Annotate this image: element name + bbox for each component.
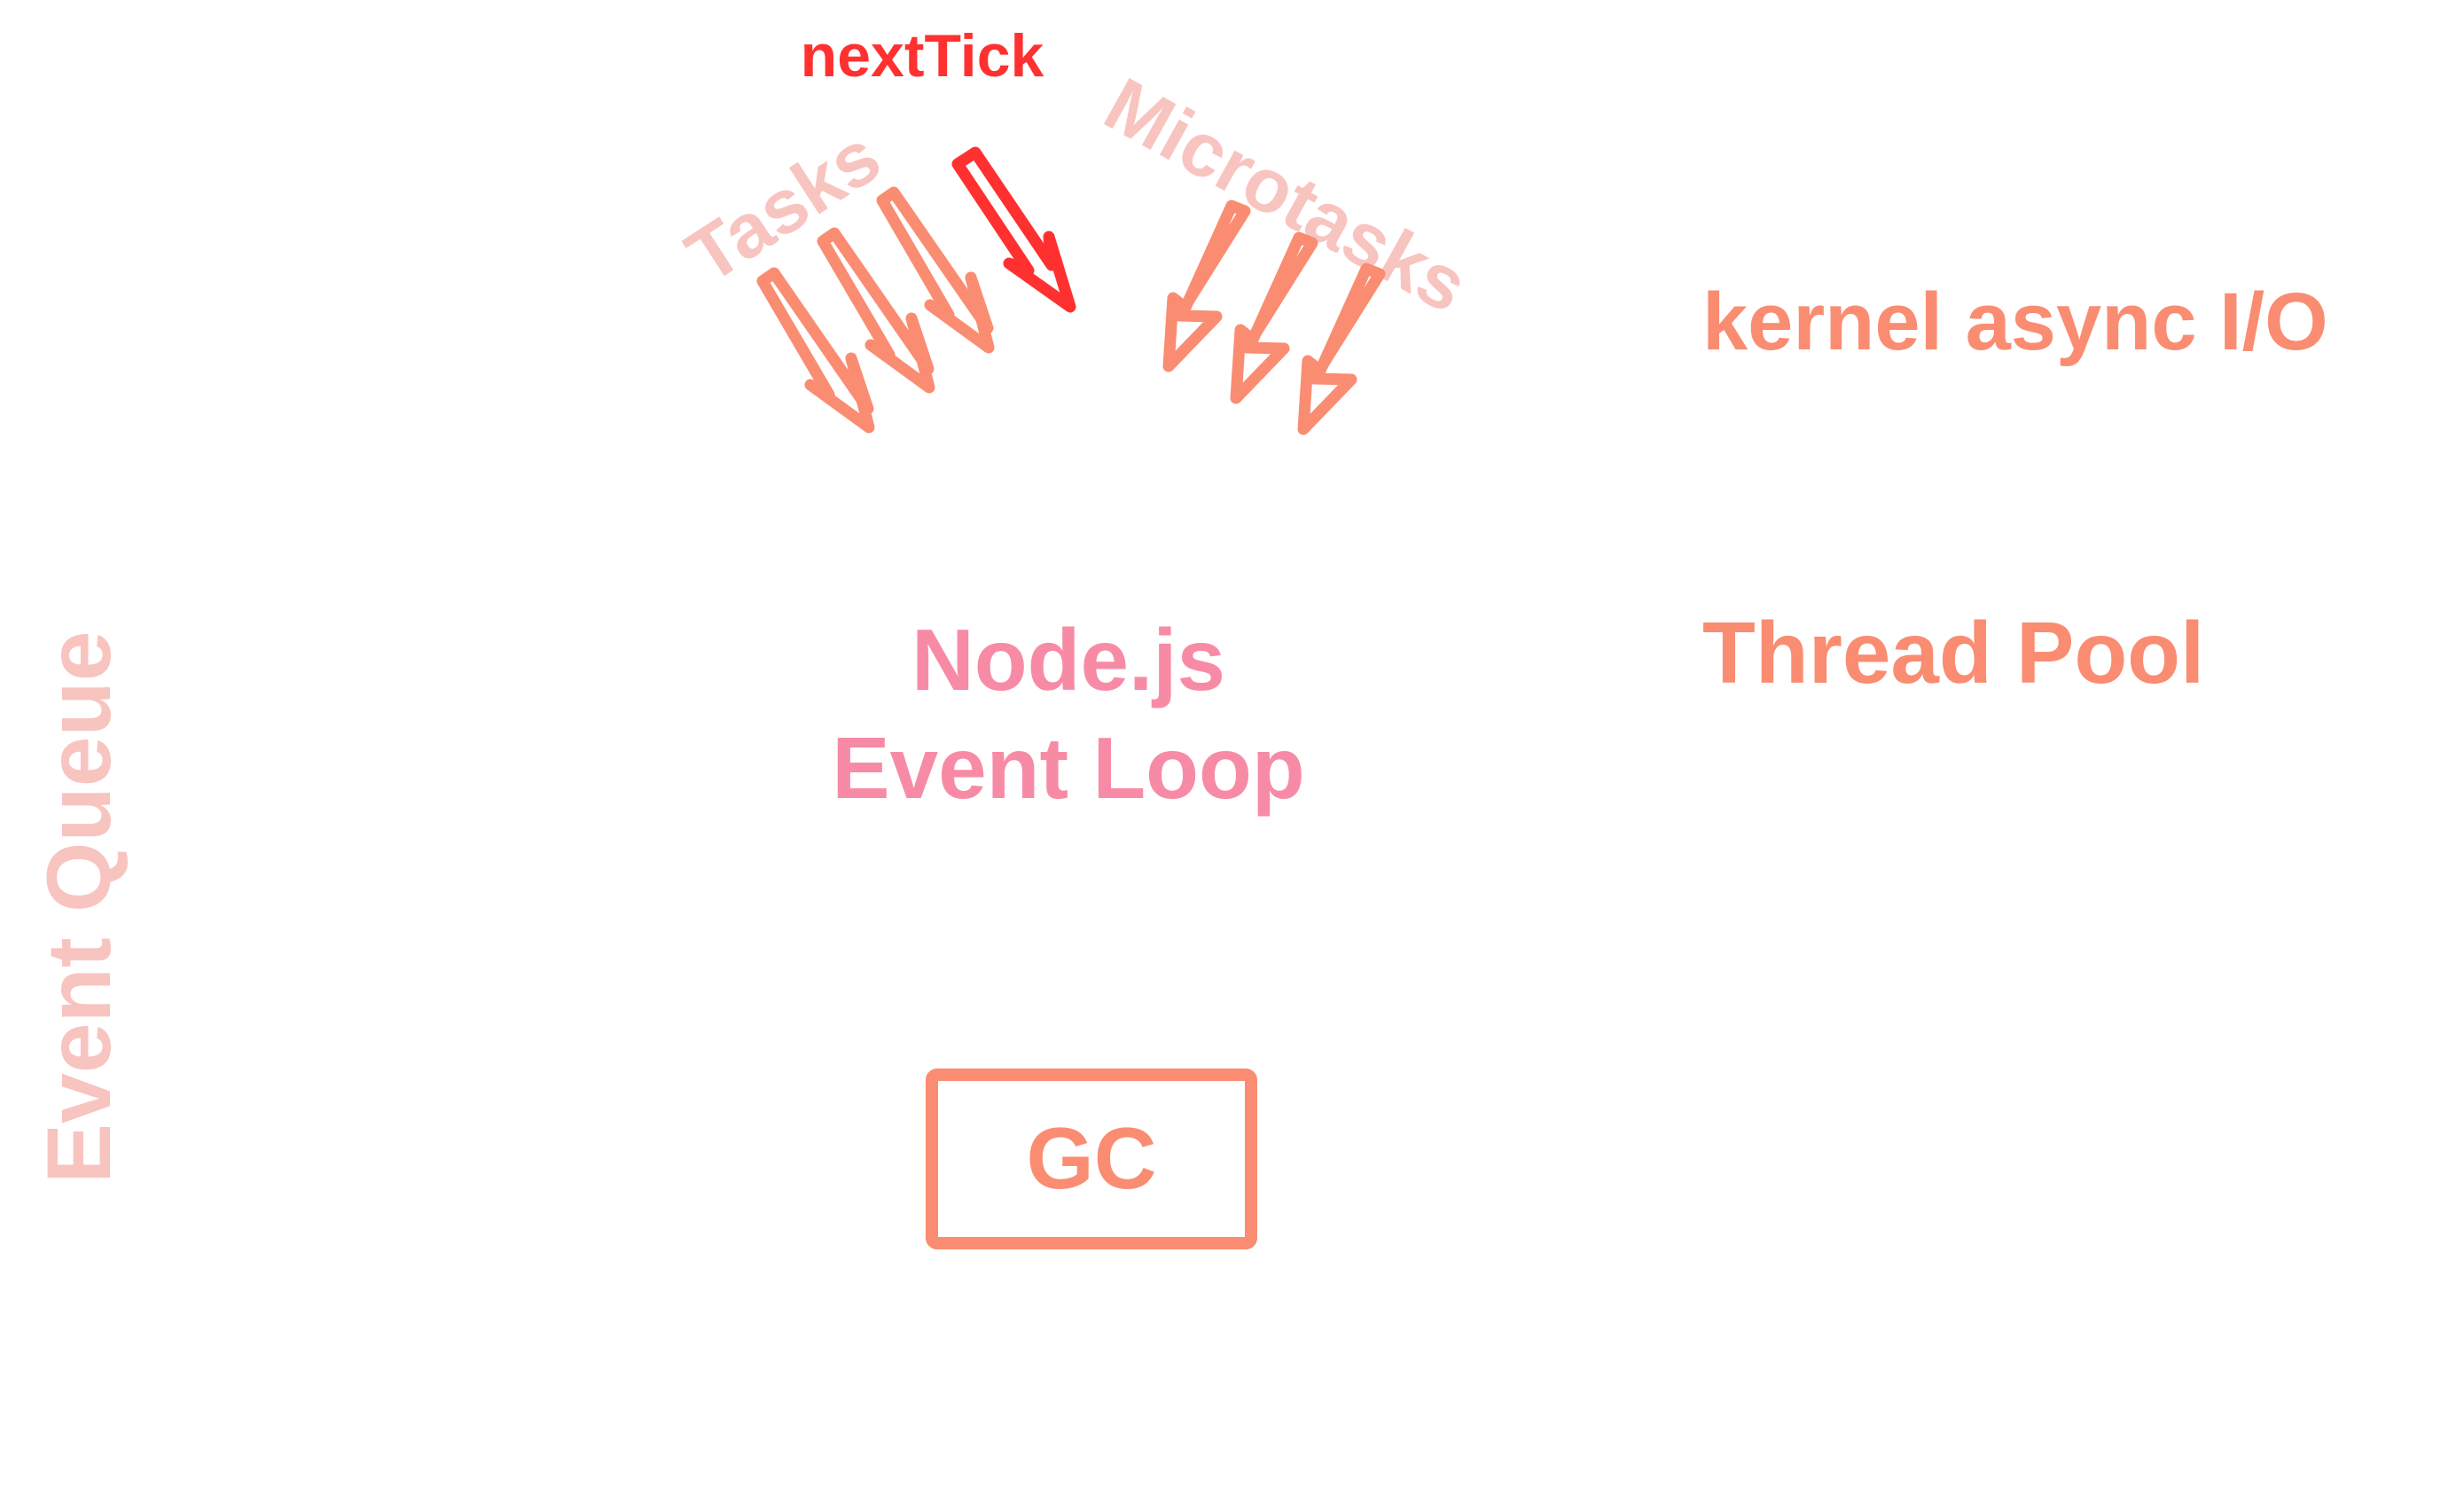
kernel-async-io-label: kernel async I/O <box>1702 277 2328 367</box>
task-arrow-1 <box>756 267 875 434</box>
microtask-arrow-2 <box>1230 231 1318 404</box>
gc-box: GC <box>926 1069 1257 1249</box>
tasks-arrows <box>756 146 1076 434</box>
microtask-arrow-1 <box>1162 200 1251 372</box>
event-queue-label: Event Queue <box>28 630 129 1184</box>
gc-box-border <box>926 1069 1257 1249</box>
task-arrow-3 <box>876 186 995 354</box>
gc-label: GC <box>1027 1109 1157 1207</box>
task-arrow-2 <box>817 227 935 394</box>
microtasks-arrows <box>1162 200 1386 435</box>
event-loop-title-line1: Node.js <box>911 611 1225 708</box>
next-tick-arrow <box>951 146 1076 313</box>
microtask-arrow-3 <box>1297 262 1386 435</box>
event-loop-title-line2: Event Loop <box>832 719 1305 817</box>
thread-pool-label: Thread Pool <box>1702 604 2204 701</box>
next-tick-label: nextTick <box>801 22 1044 90</box>
